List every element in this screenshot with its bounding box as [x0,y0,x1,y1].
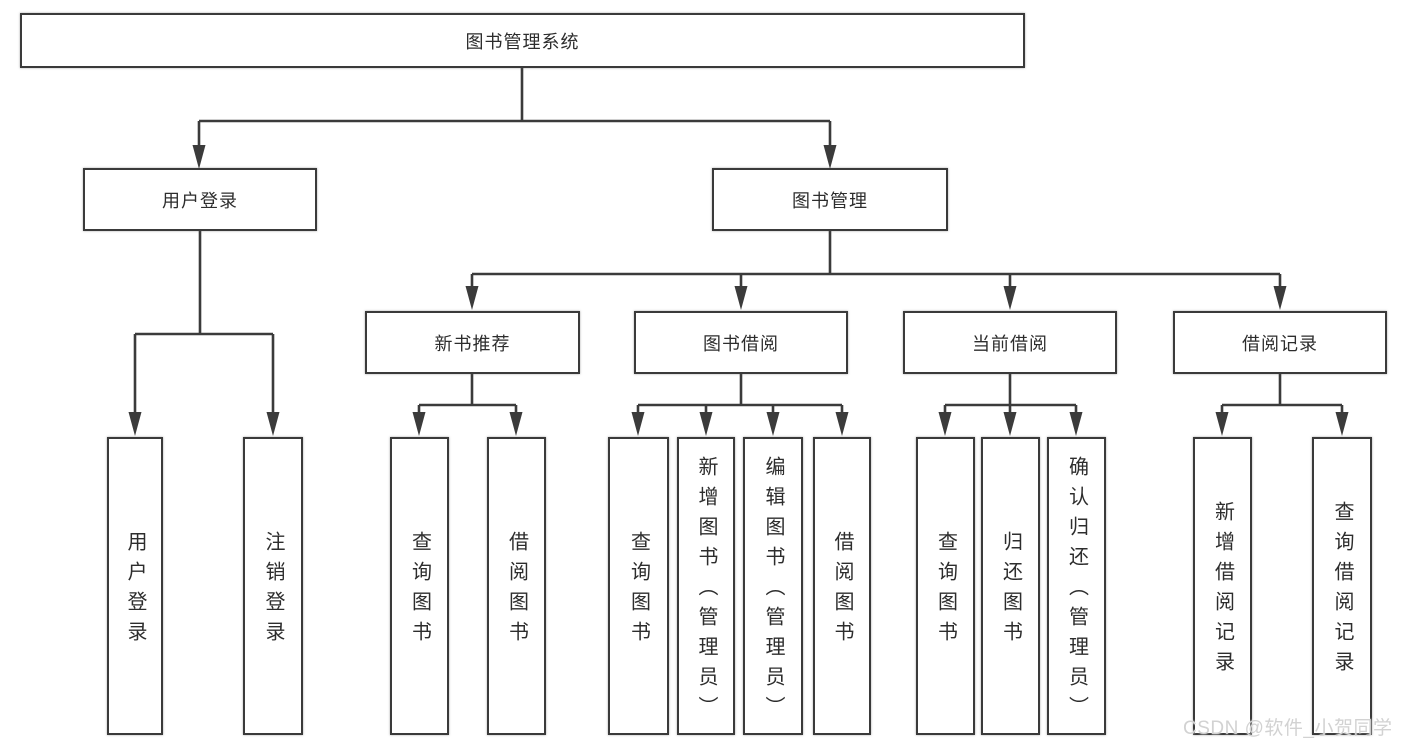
leaf-borrow-add-books-admin: 新增图书（管理员） [677,437,735,735]
leaf-current-query-books-label: 查询图书 [934,531,957,651]
leaf-records-query-record-label: 查询借阅记录 [1331,501,1353,681]
leaf-records-add-record-label: 新增借阅记录 [1211,501,1234,681]
node-user-login: 用户登录 [83,168,317,231]
leaf-current-confirm-return-admin: 确认归还（管理员） [1047,437,1106,735]
node-new-book-recommend-label: 新书推荐 [434,333,511,354]
node-new-book-recommend: 新书推荐 [365,311,580,374]
leaf-recommend-query-books: 查询图书 [390,437,449,735]
leaf-recommend-query-books-label: 查询图书 [408,531,431,651]
node-current-borrow-label: 当前借阅 [972,333,1048,354]
leaf-borrow-add-books-admin-label: 新增图书（管理员） [695,456,717,726]
node-borrow-records-label: 借阅记录 [1242,333,1318,354]
watermark: CSDN @软件_小贺同学 [1183,718,1393,739]
node-book-management: 图书管理 [712,168,948,231]
leaf-current-confirm-return-admin-label: 确认归还（管理员） [1065,456,1088,726]
leaf-logout-label: 注销登录 [262,531,284,651]
leaf-current-return-books-label: 归还图书 [999,531,1022,651]
leaf-logout: 注销登录 [243,437,303,735]
node-borrow-records: 借阅记录 [1173,311,1387,374]
leaf-current-return-books: 归还图书 [981,437,1040,735]
leaf-user-login: 用户登录 [107,437,163,735]
leaf-current-query-books: 查询图书 [916,437,975,735]
leaf-borrow-borrow-books: 借阅图书 [813,437,871,735]
leaf-borrow-query-books: 查询图书 [608,437,669,735]
leaf-borrow-query-books-label: 查询图书 [627,531,650,651]
node-current-borrow: 当前借阅 [903,311,1117,374]
root-node-library-system: 图书管理系统 [20,13,1025,68]
node-book-borrow: 图书借阅 [634,311,848,374]
leaf-borrow-edit-books-admin: 编辑图书（管理员） [743,437,803,735]
leaf-recommend-borrow-books: 借阅图书 [487,437,546,735]
leaf-borrow-edit-books-admin-label: 编辑图书（管理员） [762,456,784,726]
root-node-label: 图书管理系统 [465,31,580,52]
node-book-borrow-label: 图书借阅 [703,333,779,354]
node-book-management-label: 图书管理 [792,190,868,211]
leaf-records-query-record: 查询借阅记录 [1312,437,1372,735]
node-user-login-label: 用户登录 [162,190,238,211]
leaf-recommend-borrow-books-label: 借阅图书 [505,531,528,651]
leaf-records-add-record: 新增借阅记录 [1193,437,1252,735]
leaf-user-login-label: 用户登录 [124,531,146,651]
leaf-borrow-borrow-books-label: 借阅图书 [831,531,853,651]
